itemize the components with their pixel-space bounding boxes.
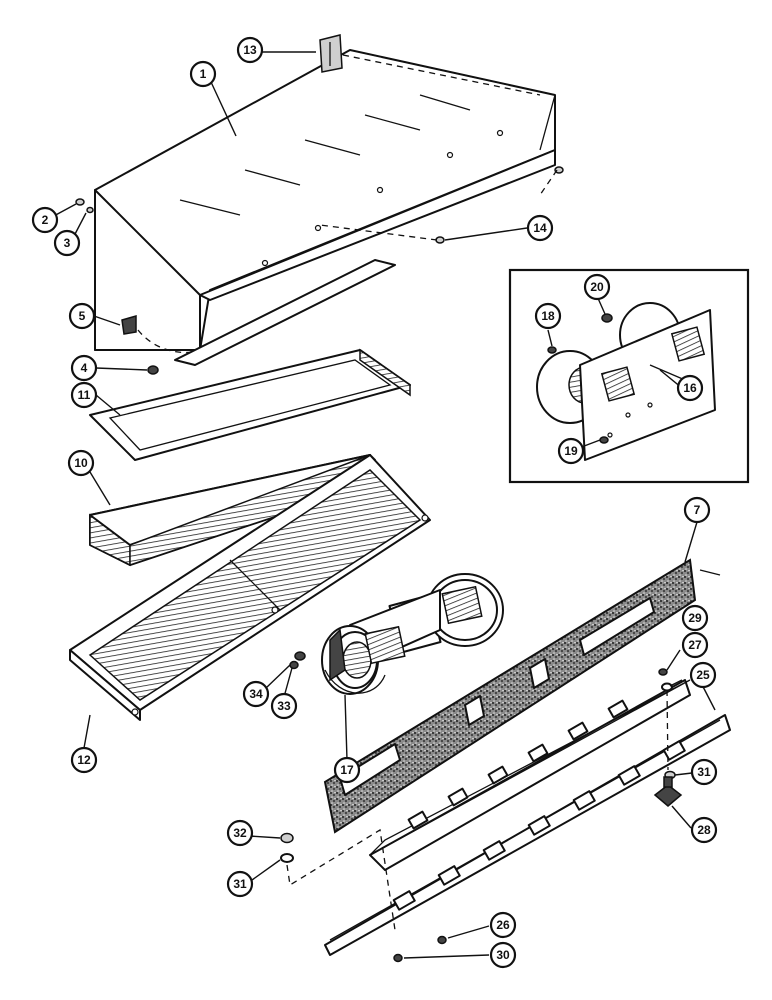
- callout-5: 5: [68, 302, 96, 330]
- nut-19: [599, 436, 609, 444]
- washer-29: [658, 668, 668, 676]
- callout-20: 20: [583, 273, 611, 301]
- svg-text:34: 34: [249, 687, 263, 701]
- svg-text:4: 4: [81, 361, 88, 375]
- svg-text:14: 14: [533, 221, 547, 235]
- callout-17: 17: [333, 756, 361, 784]
- assembly-line-27: [666, 689, 669, 771]
- filter-10: [89, 453, 376, 567]
- callout-2: 2: [31, 206, 59, 234]
- blower-assembly-17: [321, 573, 504, 695]
- nut-33: [294, 651, 306, 661]
- svg-text:16: 16: [683, 381, 697, 395]
- nut-20: [601, 313, 613, 323]
- callout-33: 33: [270, 692, 298, 720]
- callout-31-left: 31: [226, 870, 254, 898]
- nut-32: [280, 832, 294, 844]
- callout-19: 19: [557, 437, 585, 465]
- callout-10: 10: [67, 449, 95, 477]
- blower-detail-inset: [508, 268, 750, 484]
- bracket-13: [319, 34, 343, 73]
- svg-text:27: 27: [688, 638, 702, 652]
- nut-18: [547, 346, 557, 354]
- svg-text:32: 32: [233, 826, 247, 840]
- leader-lines: [51, 51, 721, 959]
- assembly-line-13: [342, 54, 541, 96]
- svg-text:30: 30: [496, 948, 510, 962]
- svg-text:31: 31: [233, 877, 247, 891]
- callout-4: 4: [70, 354, 98, 382]
- callout-30: 30: [489, 941, 517, 969]
- washer-34: [289, 660, 299, 670]
- callout-25: 25: [689, 661, 717, 689]
- louver-plate-27: [369, 679, 691, 871]
- svg-text:7: 7: [694, 503, 701, 517]
- callout-28: 28: [690, 816, 718, 844]
- knob-28: [653, 776, 683, 807]
- svg-text:20: 20: [590, 280, 604, 294]
- clip-5: [121, 315, 137, 335]
- callout-13: 13: [236, 36, 264, 64]
- svg-text:5: 5: [79, 309, 86, 323]
- screw-30: [393, 953, 403, 963]
- svg-text:17: 17: [340, 763, 354, 777]
- louver-plate-25: [324, 714, 731, 956]
- svg-text:28: 28: [697, 823, 711, 837]
- callout-18: 18: [534, 302, 562, 330]
- filter-frame-11: [89, 348, 411, 461]
- svg-text:26: 26: [496, 918, 510, 932]
- svg-text:2: 2: [42, 213, 49, 227]
- callout-34: 34: [242, 680, 270, 708]
- assembly-line-14a: [539, 169, 558, 196]
- housing-cover: [94, 49, 556, 351]
- svg-text:31: 31: [697, 765, 711, 779]
- callout-26: 26: [489, 911, 517, 939]
- svg-text:25: 25: [696, 668, 710, 682]
- callout-16: 16: [676, 374, 704, 402]
- svg-text:19: 19: [564, 444, 578, 458]
- washer-3: [86, 206, 94, 214]
- callout-32: 32: [226, 819, 254, 847]
- callout-31-right: 31: [690, 758, 718, 786]
- callout-1: 1: [189, 60, 217, 88]
- svg-text:18: 18: [541, 309, 555, 323]
- svg-text:29: 29: [688, 611, 702, 625]
- washer-27: [661, 682, 673, 692]
- screw-26: [437, 935, 447, 945]
- washer-31-left: [280, 853, 294, 863]
- assembly-line-31: [286, 828, 396, 931]
- svg-text:10: 10: [74, 456, 88, 470]
- svg-text:33: 33: [277, 699, 291, 713]
- callout-3: 3: [53, 229, 81, 257]
- screw-2: [75, 198, 85, 206]
- grille-tray-12: [69, 454, 431, 721]
- svg-text:1: 1: [200, 67, 207, 81]
- callout-7: 7: [683, 496, 711, 524]
- gasket-frame-top: [174, 259, 396, 366]
- assembly-line-14b: [319, 224, 438, 241]
- callout-29: 29: [681, 604, 709, 632]
- svg-text:11: 11: [78, 388, 91, 402]
- callout-11: 11: [70, 381, 98, 409]
- svg-text:13: 13: [243, 43, 257, 57]
- svg-text:12: 12: [77, 753, 91, 767]
- callout-27: 27: [681, 631, 709, 659]
- callout-14: 14: [526, 214, 554, 242]
- svg-text:3: 3: [64, 236, 71, 250]
- nut-4: [147, 365, 159, 375]
- front-panel-7: [323, 558, 697, 834]
- callout-12: 12: [70, 746, 98, 774]
